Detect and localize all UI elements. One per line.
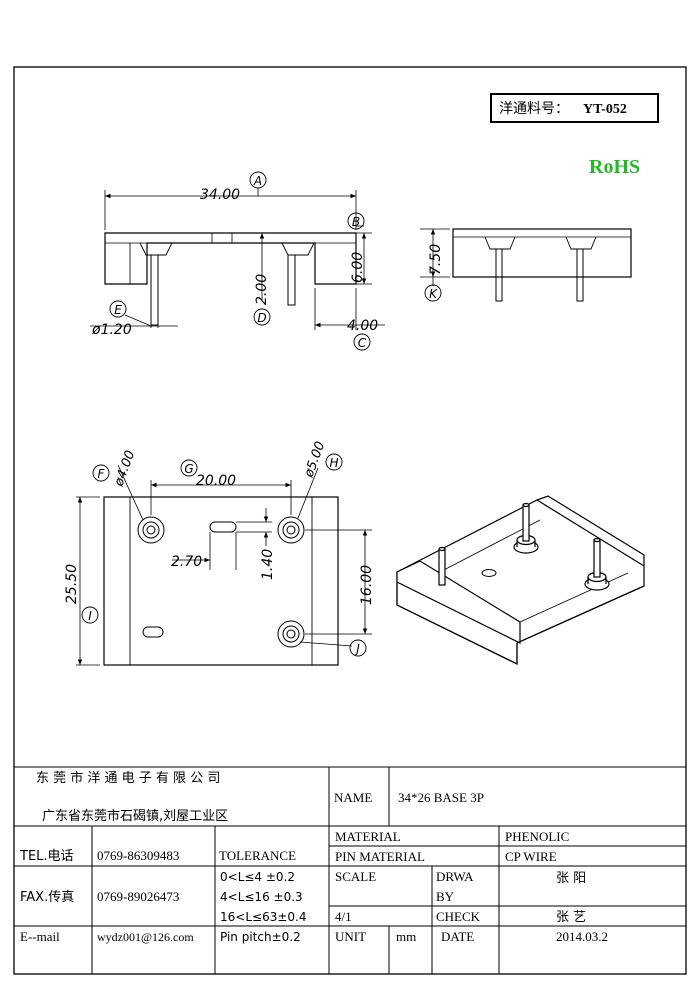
scale-label: SCALE bbox=[335, 869, 376, 884]
material-label: MATERIAL bbox=[335, 829, 401, 844]
svg-text:F: F bbox=[98, 467, 106, 481]
callout-g: G bbox=[180, 459, 198, 477]
date-value: 2014.03.2 bbox=[556, 929, 608, 944]
callout-d: D bbox=[253, 308, 271, 326]
part-number-label: 洋通料号： bbox=[499, 101, 569, 117]
front-view bbox=[104, 232, 357, 326]
dim-hole-diameter-5: ø5.00 bbox=[301, 440, 328, 481]
part-number-value: YT-052 bbox=[583, 102, 627, 117]
dim-depth-25-5: 25.50 bbox=[64, 564, 80, 604]
svg-text:H: H bbox=[329, 456, 338, 470]
callout-j: J bbox=[299, 639, 367, 657]
svg-text:I: I bbox=[88, 609, 92, 623]
callout-a: A bbox=[249, 171, 267, 189]
unit-value: mm bbox=[396, 929, 416, 944]
pin-material-label: PIN MATERIAL bbox=[335, 849, 425, 864]
name-value: 34*26 BASE 3P bbox=[398, 790, 484, 805]
email-label: E--mail bbox=[20, 929, 60, 944]
dim-pitch-16: 16.00 bbox=[359, 565, 375, 605]
dim-height-6: 6.00 bbox=[350, 252, 366, 283]
fax-label: FAX.传真 bbox=[20, 890, 74, 905]
name-label: NAME bbox=[334, 790, 372, 805]
date-label: DATE bbox=[441, 929, 474, 944]
svg-text:D: D bbox=[257, 311, 266, 325]
sheet-border bbox=[13, 66, 687, 975]
tolerance-row-2: 4<L≤16 ±0.3 bbox=[220, 890, 303, 904]
tolerance-row-1: 0<L≤4 ±0.2 bbox=[220, 870, 295, 884]
callout-e: E bbox=[109, 300, 127, 318]
tel-label: TEL.电话 bbox=[19, 849, 74, 864]
isometric-view bbox=[396, 495, 645, 665]
company-address: 广东省东莞市石碣镇,刘屋工业区 bbox=[42, 808, 228, 824]
top-view bbox=[103, 496, 339, 666]
tolerance-label: TOLERANCE bbox=[219, 848, 296, 863]
check-label: CHECK bbox=[436, 909, 481, 924]
svg-text:A: A bbox=[253, 174, 262, 188]
material-value: PHENOLIC bbox=[505, 829, 569, 844]
svg-text:G: G bbox=[184, 462, 193, 476]
unit-label: UNIT bbox=[335, 929, 366, 944]
fax-value: 0769-89026473 bbox=[97, 889, 179, 904]
dim-pin-diameter: ø1.20 bbox=[91, 322, 132, 338]
title-block-grid bbox=[14, 766, 686, 974]
dim-width-34: 34.00 bbox=[200, 187, 240, 203]
pin-material-value: CP WIRE bbox=[505, 849, 557, 864]
dim-pitch-20: 20.00 bbox=[196, 473, 236, 489]
front-view-dimensions bbox=[90, 188, 385, 330]
dim-foot-4: 4.00 bbox=[347, 318, 378, 334]
dim-slot-height: 1.40 bbox=[260, 549, 276, 580]
callout-c: C bbox=[353, 333, 371, 351]
dim-hole-diameter-4: ø4.00 bbox=[111, 449, 138, 490]
side-view bbox=[420, 228, 632, 302]
tolerance-row-4: Pin pitch±0.2 bbox=[220, 930, 301, 944]
tolerance-row-3: 16<L≤63±0.4 bbox=[220, 910, 306, 924]
check-value: 张 艺 bbox=[556, 910, 586, 925]
svg-text:C: C bbox=[358, 336, 367, 350]
callout-k: K bbox=[424, 284, 442, 302]
part-number-box: 洋通料号： YT-052 bbox=[490, 93, 659, 123]
drawn-by-label-line-2: BY bbox=[436, 889, 455, 904]
svg-text:B: B bbox=[352, 215, 360, 229]
svg-text:J: J bbox=[354, 642, 360, 656]
drawn-by-label-line-1: DRWA bbox=[436, 869, 474, 884]
company-name: 东 莞 市 洋 通 电 子 有 限 公 司 bbox=[36, 770, 220, 786]
callout-h: H bbox=[325, 453, 343, 471]
callout-f: F bbox=[92, 464, 110, 482]
top-view-dimensions bbox=[76, 464, 372, 666]
email-value: wydz001@126.com bbox=[97, 930, 194, 944]
scale-value: 4/1 bbox=[335, 909, 352, 924]
dim-side-height: 7.50 bbox=[428, 244, 444, 275]
callout-i: I bbox=[81, 606, 99, 624]
dim-slot-width: 2.70 bbox=[171, 554, 202, 570]
svg-text:K: K bbox=[429, 287, 438, 301]
drawn-by-value: 张 阳 bbox=[556, 871, 586, 886]
rohs-mark: RoHS bbox=[589, 156, 640, 178]
dim-pin-2: 2.00 bbox=[254, 274, 270, 305]
callout-b: B bbox=[347, 212, 365, 230]
svg-text:E: E bbox=[114, 303, 122, 317]
tel-value: 0769-86309483 bbox=[97, 848, 179, 863]
